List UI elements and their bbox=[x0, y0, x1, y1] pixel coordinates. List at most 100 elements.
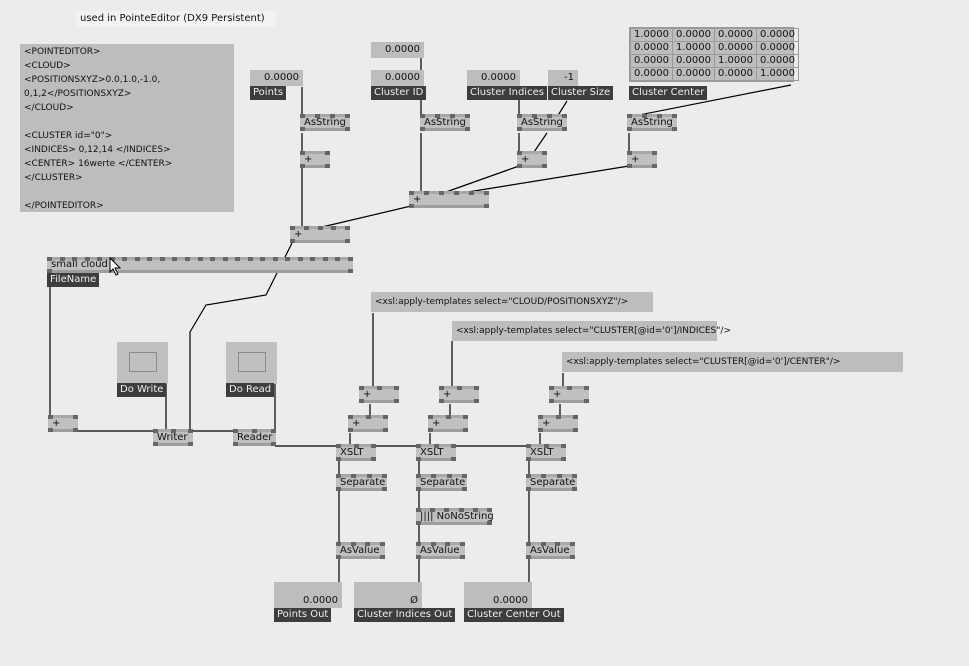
matrix-cell[interactable]: 1.0000 bbox=[630, 28, 673, 42]
cluster-indices-out-value[interactable]: Ø bbox=[354, 582, 422, 608]
output-pin[interactable] bbox=[573, 428, 578, 432]
output-pin[interactable] bbox=[48, 428, 53, 432]
input-pin[interactable] bbox=[463, 415, 468, 419]
input-pin[interactable] bbox=[431, 474, 437, 478]
input-pin[interactable] bbox=[487, 508, 492, 512]
cluster-id-input[interactable]: 0.0000 bbox=[371, 70, 424, 86]
output-pin[interactable] bbox=[517, 127, 522, 131]
input-pin[interactable] bbox=[371, 444, 376, 448]
output-pin[interactable] bbox=[652, 164, 657, 168]
matrix-cell[interactable]: 0.0000 bbox=[756, 28, 799, 42]
output-pin[interactable] bbox=[428, 428, 433, 432]
plus-node-xsl-2b[interactable]: + bbox=[428, 415, 468, 432]
input-pin[interactable] bbox=[353, 444, 359, 448]
input-pin[interactable] bbox=[472, 508, 478, 512]
input-pin[interactable] bbox=[325, 151, 330, 155]
xslt-node-center[interactable]: XSLT bbox=[526, 444, 566, 461]
input-pin[interactable] bbox=[345, 226, 350, 230]
input-pin[interactable] bbox=[446, 474, 452, 478]
matrix-cell[interactable]: 1.0000 bbox=[672, 41, 715, 55]
xslt-node-indices[interactable]: XSLT bbox=[416, 444, 456, 461]
input-pin[interactable] bbox=[430, 508, 436, 512]
input-pin[interactable] bbox=[538, 415, 543, 419]
output-pin[interactable] bbox=[300, 164, 305, 168]
output-pin[interactable] bbox=[325, 164, 330, 168]
plus-node-points[interactable]: + bbox=[300, 151, 330, 168]
separate-node-center[interactable]: Separate bbox=[526, 474, 577, 491]
output-pin[interactable] bbox=[336, 457, 341, 461]
plus-node-xsl-1a[interactable]: + bbox=[359, 386, 399, 403]
input-pin[interactable] bbox=[331, 226, 337, 230]
input-pin[interactable] bbox=[572, 474, 577, 478]
input-pin[interactable] bbox=[134, 257, 140, 261]
plus-node-filename[interactable]: + bbox=[48, 415, 78, 432]
input-pin[interactable] bbox=[383, 415, 388, 419]
input-pin[interactable] bbox=[570, 542, 575, 546]
output-pin[interactable] bbox=[526, 457, 531, 461]
asstring-node-points[interactable]: AsString bbox=[300, 114, 350, 131]
input-pin[interactable] bbox=[484, 191, 489, 195]
output-pin[interactable] bbox=[420, 127, 425, 131]
output-pin[interactable] bbox=[382, 487, 387, 491]
input-pin[interactable] bbox=[439, 191, 444, 195]
input-pin[interactable] bbox=[435, 114, 440, 118]
input-pin[interactable] bbox=[300, 151, 305, 155]
output-pin[interactable] bbox=[526, 487, 531, 491]
input-pin[interactable] bbox=[566, 386, 572, 390]
output-pin[interactable] bbox=[416, 457, 421, 461]
output-pin[interactable] bbox=[570, 555, 575, 559]
separate-node-indices[interactable]: Separate bbox=[416, 474, 467, 491]
nonostring-node[interactable]: |||| NoNoString bbox=[416, 508, 494, 525]
input-pin[interactable] bbox=[584, 386, 589, 390]
input-pin[interactable] bbox=[445, 542, 451, 546]
input-pin[interactable] bbox=[252, 429, 257, 433]
asvalue-node-center[interactable]: AsValue bbox=[526, 542, 575, 559]
plus-node-cluster[interactable]: + bbox=[409, 191, 489, 208]
input-pin[interactable] bbox=[526, 542, 531, 546]
input-pin[interactable] bbox=[672, 114, 677, 118]
input-pin[interactable] bbox=[541, 474, 547, 478]
input-pin[interactable] bbox=[330, 114, 335, 118]
input-pin[interactable] bbox=[348, 257, 353, 261]
reader-node[interactable]: Reader bbox=[233, 429, 276, 446]
output-pin[interactable] bbox=[460, 555, 465, 559]
input-pin[interactable] bbox=[351, 474, 357, 478]
xslt-node-positions[interactable]: XSLT bbox=[336, 444, 376, 461]
asstring-node-cluster-center[interactable]: AsString bbox=[627, 114, 677, 131]
input-pin[interactable] bbox=[627, 114, 632, 118]
input-pin[interactable] bbox=[382, 474, 387, 478]
input-pin[interactable] bbox=[335, 257, 341, 261]
input-pin[interactable] bbox=[184, 257, 190, 261]
asstring-node-cluster-id[interactable]: AsString bbox=[420, 114, 470, 131]
plus-node-center[interactable]: + bbox=[627, 151, 657, 168]
input-pin[interactable] bbox=[526, 444, 531, 448]
output-pin[interactable] bbox=[359, 399, 364, 403]
input-pin[interactable] bbox=[365, 415, 371, 419]
matrix-cell[interactable]: 0.0000 bbox=[756, 54, 799, 68]
input-pin[interactable] bbox=[147, 257, 153, 261]
input-pin[interactable] bbox=[322, 257, 328, 261]
input-pin[interactable] bbox=[517, 151, 522, 155]
input-pin[interactable] bbox=[540, 542, 546, 546]
input-pin[interactable] bbox=[97, 257, 103, 261]
output-pin[interactable] bbox=[627, 127, 632, 131]
output-pin[interactable] bbox=[73, 428, 78, 432]
output-pin[interactable] bbox=[549, 399, 554, 403]
input-pin[interactable] bbox=[556, 474, 562, 478]
input-pin[interactable] bbox=[348, 415, 353, 419]
matrix-cell[interactable]: 0.0000 bbox=[714, 67, 757, 81]
output-pin[interactable] bbox=[188, 442, 193, 446]
input-pin[interactable] bbox=[454, 191, 459, 195]
matrix-cell[interactable]: 0.0000 bbox=[630, 67, 673, 81]
output-pin[interactable] bbox=[462, 487, 467, 491]
matrix-cell[interactable]: 0.0000 bbox=[672, 54, 715, 68]
output-pin[interactable] bbox=[380, 555, 385, 559]
input-pin[interactable] bbox=[336, 474, 341, 478]
input-pin[interactable] bbox=[517, 114, 522, 118]
input-pin[interactable] bbox=[469, 191, 474, 195]
input-pin[interactable] bbox=[547, 114, 552, 118]
input-pin[interactable] bbox=[428, 415, 433, 419]
asvalue-node-indices[interactable]: AsValue bbox=[416, 542, 465, 559]
output-pin[interactable] bbox=[627, 164, 632, 168]
